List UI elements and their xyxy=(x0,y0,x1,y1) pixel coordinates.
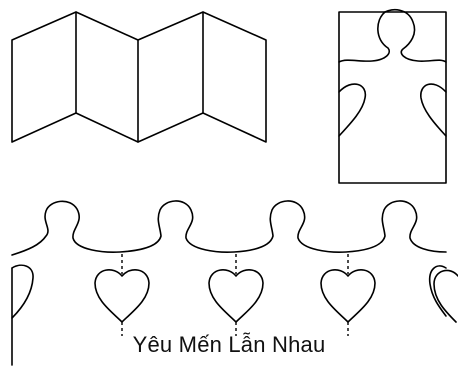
heart-shape xyxy=(434,270,458,322)
paper-with-person-outline xyxy=(339,10,446,183)
folded-paper-accordion xyxy=(12,12,266,142)
heart-shape xyxy=(95,270,149,322)
heart-shape xyxy=(321,270,375,322)
caption-text: Yêu Mến Lẫn Nhau xyxy=(0,334,458,356)
heart-shape xyxy=(209,270,263,322)
